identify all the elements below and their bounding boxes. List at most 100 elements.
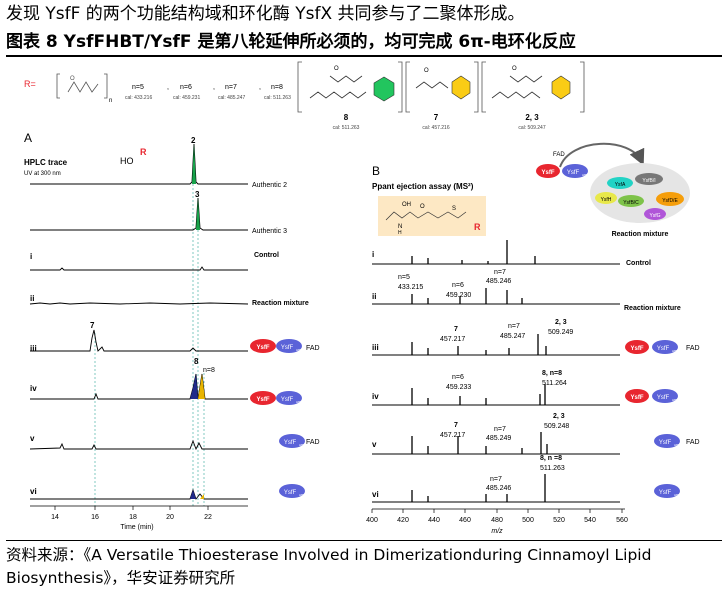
annot: n=7 — [490, 476, 502, 483]
row-label: Reaction mixture — [252, 300, 309, 307]
hbt-sub: HBT — [299, 443, 305, 447]
n-value: n=6 — [180, 84, 192, 91]
svg-text:,: , — [213, 84, 215, 91]
x-axis-label: Time (min) — [120, 524, 153, 531]
ysff-hbt-pill: YsfF — [567, 170, 580, 176]
ysff-hbt-pill: YsfF — [284, 440, 297, 446]
panel-a-letter: A — [24, 131, 32, 145]
peak-label-8: 8 — [194, 357, 199, 366]
n-subscript: n — [109, 98, 112, 104]
n-value: n=8 — [271, 84, 283, 91]
compound-id: 8 — [344, 113, 349, 122]
row-roman: i — [30, 252, 32, 261]
x-tick: 480 — [491, 517, 503, 524]
annot: n=6 — [452, 374, 464, 381]
n-cal: cal: 485.247 — [218, 95, 245, 101]
peak-label-7: 7 — [90, 321, 95, 330]
hbt-sub: HBT — [296, 348, 302, 352]
annot: 7 — [454, 422, 458, 429]
svg-text:O: O — [512, 66, 517, 72]
ysff-hbt-pill: YsfF — [659, 490, 672, 496]
annot: 511.263 — [540, 465, 565, 472]
ysff-pill: YsfF — [630, 346, 643, 352]
hbt-sub: HBT — [674, 493, 680, 497]
fad-label: FAD — [553, 152, 565, 158]
annot: 485.246 — [486, 485, 511, 492]
n-cal: cal: 433.216 — [125, 95, 152, 101]
n-cal: cal: 459.231 — [173, 95, 200, 101]
pills-b-iii: YsfF YsfF HBT — [625, 340, 678, 354]
hbt-sub: HBT — [299, 493, 305, 497]
row-roman: iii — [30, 344, 37, 353]
x-axis-label: m/z — [491, 528, 503, 535]
x-tick: 14 — [51, 514, 59, 521]
row-label: FAD — [686, 439, 700, 446]
ppant-n: N — [398, 224, 402, 230]
ppant-s: S — [452, 206, 456, 212]
compound-id: 7 — [434, 113, 439, 122]
compound-cal: cal: 509.247 — [518, 125, 545, 131]
hbt-sub: HBT — [672, 349, 678, 353]
row-roman: v — [372, 440, 377, 449]
enzyme-label: YsfB/C — [623, 200, 639, 206]
ppant-oh: OH — [402, 202, 411, 208]
row-label: FAD — [306, 439, 320, 446]
annot: 485.249 — [486, 435, 511, 442]
annot: 509.248 — [544, 423, 569, 430]
panel-a: A HPLC trace UV at 300 nm HO R 2 3 — [24, 131, 320, 531]
n-value: n=5 — [132, 84, 144, 91]
reaction-mixture-label: Reaction mixture — [612, 231, 669, 238]
pills-a-iii: YsfF YsfF HBT — [250, 339, 302, 353]
pills-a-vi: YsfF HBT — [279, 484, 305, 498]
ysff-hbt-pill: YsfF — [284, 490, 297, 496]
annot: 8, n =8 — [540, 455, 562, 462]
x-tick: 500 — [522, 517, 534, 524]
annot: 457.217 — [440, 432, 465, 439]
annot: 2, 3 — [553, 413, 565, 420]
x-tick: 16 — [91, 514, 99, 521]
row-label: Authentic 2 — [252, 182, 287, 189]
pills-b-vi: YsfF HBT — [654, 484, 680, 498]
row-roman: iv — [30, 384, 37, 393]
source-text: 资料来源：《A Versatile Thioesterase Involved … — [6, 546, 652, 587]
figure-title: 图表 8 YsfFHBT/YsfF 是第八轮延伸所必须的，均可完成 6π-电环化… — [6, 32, 576, 52]
hbt-sub: HBT — [672, 398, 678, 402]
x-tick: 540 — [584, 517, 596, 524]
annot: 433.215 — [398, 284, 423, 291]
row-label: FAD — [306, 345, 320, 352]
enzyme-label: YsfD/E — [662, 198, 678, 204]
x-tick: 400 — [366, 517, 378, 524]
row-roman: v — [30, 434, 35, 443]
enzyme-label: YsfB/I — [642, 178, 655, 184]
x-tick: 560 — [616, 517, 628, 524]
svg-text:O: O — [424, 68, 429, 74]
hplc-title: HPLC trace — [24, 158, 68, 167]
ysff-pill: YsfF — [541, 170, 554, 176]
x-tick: 520 — [553, 517, 565, 524]
row-roman: i — [372, 250, 374, 259]
panel-b-letter: B — [372, 164, 380, 178]
ho-label: HO — [120, 156, 134, 166]
r-label: R= — [24, 79, 36, 89]
ysff-hbt-pill: YsfF — [281, 345, 294, 351]
title-rule — [6, 55, 722, 57]
ysff-hbt-pill: YsfF — [657, 395, 670, 401]
ysff-hbt-pill: YsfF — [281, 397, 294, 403]
annot: 511.264 — [542, 380, 567, 387]
hplc-subtitle: UV at 300 nm — [24, 171, 61, 177]
annot: n=7 — [494, 426, 506, 433]
row-roman: ii — [372, 292, 376, 301]
peak-label-3: 3 — [195, 190, 200, 199]
annot: 2, 3 — [555, 319, 567, 326]
hbt-sub: HBT — [296, 400, 302, 404]
pills-a-v: YsfF HBT — [279, 434, 305, 448]
ysff-hbt-pill: YsfF — [659, 440, 672, 446]
ppant-r: R — [474, 222, 481, 232]
row-label: FAD — [686, 345, 700, 352]
compound-id: 2, 3 — [525, 113, 539, 122]
structures-row: R= O n n=5 cal: 433.216 n=6 cal: 459.231… — [24, 61, 585, 131]
x-tick: 22 — [204, 514, 212, 521]
ppant-structure — [378, 196, 486, 236]
n-values: n=5 cal: 433.216 n=6 cal: 459.231 n=7 ca… — [125, 84, 291, 101]
annot: 7 — [454, 326, 458, 333]
